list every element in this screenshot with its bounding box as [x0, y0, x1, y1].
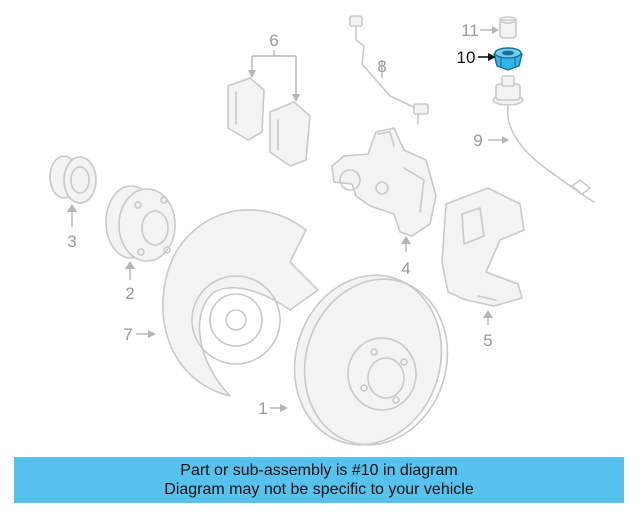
banner-line-1: Part or sub-assembly is #10 in diagram — [180, 462, 458, 479]
callout-7: 7 — [123, 325, 132, 344]
callout-10: 10 — [457, 48, 476, 67]
part-10-nut — [493, 47, 523, 71]
part-1-brake-rotor — [293, 274, 449, 446]
callout-6: 6 — [269, 31, 278, 50]
callout-3: 3 — [67, 232, 76, 251]
part-7-splash-shield — [162, 209, 319, 397]
part-8-brake-hose — [349, 15, 429, 125]
part-5-caliper-bracket — [441, 187, 525, 307]
info-banner: Part or sub-assembly is #10 in diagram D… — [14, 457, 624, 503]
callout-1: 1 — [258, 399, 267, 418]
callout-4: 4 — [401, 259, 410, 278]
part-11-cap — [499, 16, 517, 39]
callout-11: 11 — [461, 21, 479, 40]
callout-8: 8 — [377, 57, 386, 76]
part-4-knuckle — [331, 127, 437, 237]
parts-diagram: 3 2 6 8 11 — [49, 15, 595, 446]
part-3-bearing — [49, 155, 97, 204]
callout-9: 9 — [473, 131, 482, 150]
part-6-brake-pads — [227, 77, 311, 167]
banner-line-2: Diagram may not be specific to your vehi… — [164, 481, 474, 498]
part-9-wear-sensor — [492, 75, 595, 203]
callout-2: 2 — [125, 284, 134, 303]
callout-5: 5 — [483, 331, 492, 350]
part-2-hub — [105, 185, 176, 262]
